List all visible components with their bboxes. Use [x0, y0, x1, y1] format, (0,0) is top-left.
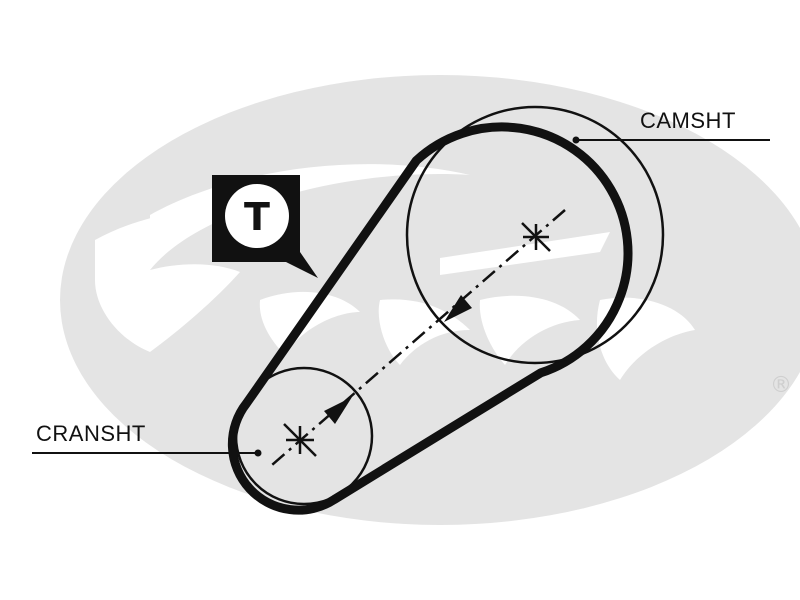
camshaft-pulley: [405, 105, 665, 365]
crankshaft-pulley: [234, 366, 374, 506]
camshaft-label: CAMSHT: [640, 108, 736, 133]
camshaft-callout: CAMSHT: [572, 108, 770, 144]
tension-badge-circle: [225, 184, 289, 248]
registered-mark: ®: [770, 373, 792, 398]
center-line-arrowhead-upper: [444, 295, 472, 322]
camshaft-center-mark: [521, 222, 551, 252]
crankshaft-label: CRANSHT: [36, 421, 146, 446]
center-distance-line: [271, 209, 566, 466]
crankshaft-leader-dot: [254, 449, 262, 457]
crankshaft-callout: CRANSHT: [32, 421, 262, 457]
gates-watermark: ®: [60, 75, 800, 525]
center-line-arrowhead-lower: [324, 397, 352, 424]
camshaft-leader-dot: [572, 136, 580, 144]
tension-badge-letter: T: [244, 195, 270, 239]
timing-belt: [227, 122, 633, 515]
tension-badge: T: [212, 175, 318, 278]
